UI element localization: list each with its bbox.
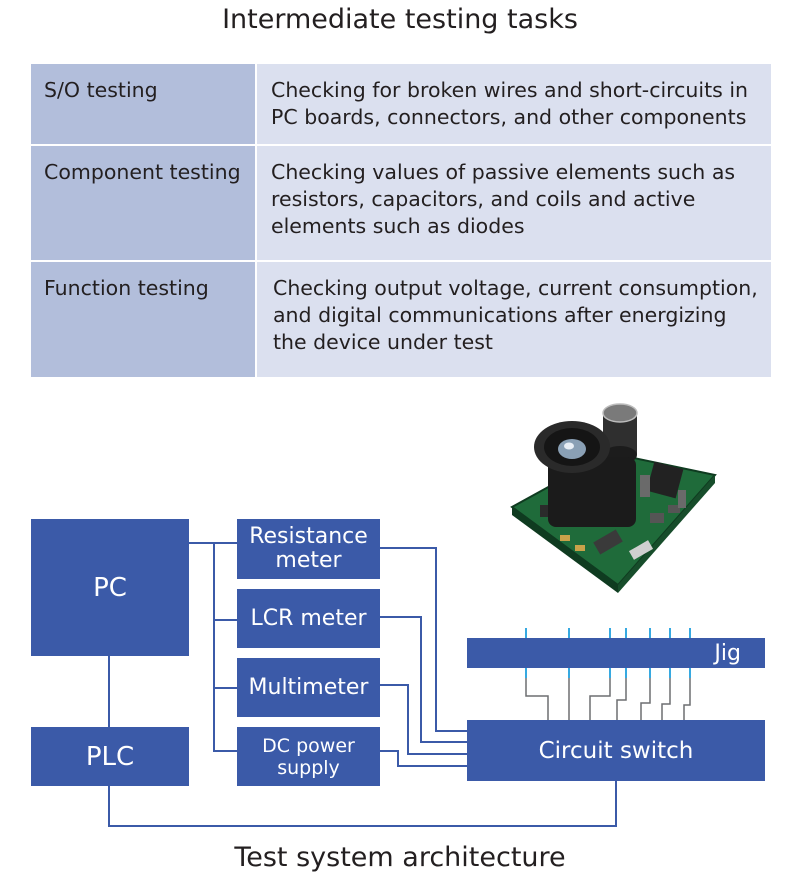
camera-board-image <box>510 403 717 593</box>
jig-block: Jig <box>467 638 765 668</box>
dc-power-supply-block: DC power supply <box>237 727 380 786</box>
task-name: Component testing <box>31 146 255 260</box>
diagram-title: Test system architecture <box>234 842 566 873</box>
task-description: Checking values of passive elements such… <box>257 146 771 260</box>
plc-label: PLC <box>85 741 135 772</box>
lcr-meter-block: LCR meter <box>237 589 380 648</box>
task-name: Function testing <box>31 262 255 377</box>
plc-block: PLC <box>31 727 189 786</box>
table-row: Function testing Checking output voltage… <box>31 262 771 377</box>
lcr-meter-label: LCR meter <box>250 606 367 631</box>
dc-power-supply-label: DC power supply <box>262 734 355 779</box>
task-name: S/O testing <box>31 64 255 144</box>
task-description: Checking output voltage, current consump… <box>257 262 771 377</box>
resistance-meter-label: Resistance meter <box>249 524 368 573</box>
task-description: Checking for broken wires and short-circ… <box>257 64 771 144</box>
circuit-switch-label: Circuit switch <box>538 737 694 764</box>
table-row: Component testing Checking values of pas… <box>31 146 771 260</box>
pc-label: PC <box>93 572 127 603</box>
jig-label: Jig <box>714 640 741 666</box>
multimeter-block: Multimeter <box>237 658 380 717</box>
multimeter-label: Multimeter <box>248 675 369 700</box>
resistance-meter-block: Resistance meter <box>237 519 380 579</box>
table-title: Intermediate testing tasks <box>222 4 578 35</box>
pc-block: PC <box>31 519 189 656</box>
circuit-switch-block: Circuit switch <box>467 720 765 781</box>
table-row: S/O testing Checking for broken wires an… <box>31 64 771 144</box>
